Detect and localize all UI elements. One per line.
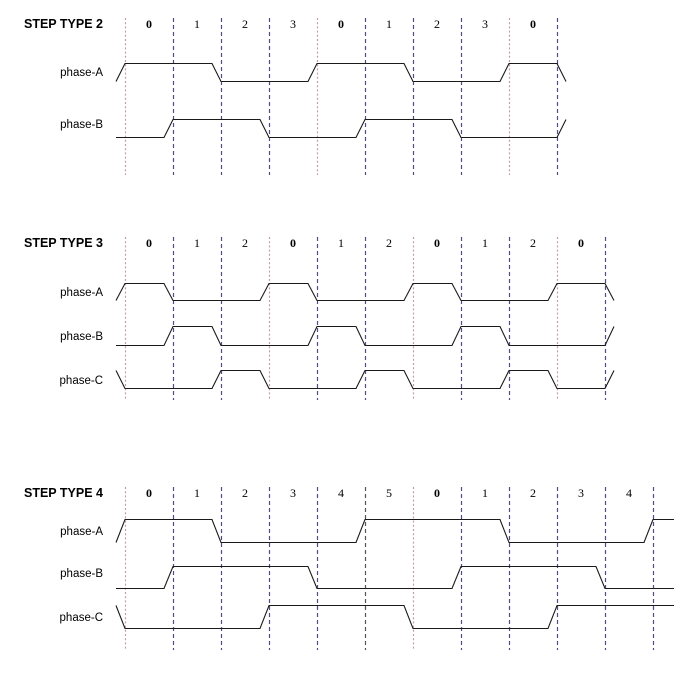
step-number-label: 1 xyxy=(338,236,344,250)
step-number-label: 0 xyxy=(530,17,536,31)
diagram-title: STEP TYPE 2 xyxy=(24,17,103,31)
phase-label-phase-b: phase-B xyxy=(60,331,103,343)
step-number-label: 1 xyxy=(194,17,200,31)
step-number-label: 1 xyxy=(482,486,488,500)
step-number-label: 2 xyxy=(530,486,536,500)
step-number-label: 2 xyxy=(242,486,248,500)
phase-label-phase-c: phase-C xyxy=(60,612,103,624)
phase-label-phase-b: phase-B xyxy=(60,568,103,580)
step-number-label: 1 xyxy=(386,17,392,31)
step-number-label: 1 xyxy=(482,236,488,250)
phase-label-phase-a: phase-A xyxy=(60,67,103,79)
waveform-phase-c xyxy=(115,604,674,630)
waveform-phase-c xyxy=(115,369,615,390)
step-number-label: 0 xyxy=(338,17,344,31)
step-number-label: 0 xyxy=(146,17,152,31)
step-number-label: 3 xyxy=(578,486,584,500)
step-number-label: 2 xyxy=(242,236,248,250)
waveform-phase-b xyxy=(116,325,615,347)
step-number-label: 1 xyxy=(194,486,200,500)
waveform-phase-b xyxy=(116,118,567,139)
step-number-label: 2 xyxy=(530,236,536,250)
waveform-phase-a xyxy=(115,62,567,83)
step-number-label: 0 xyxy=(578,236,584,250)
step-number-label: 2 xyxy=(434,17,440,31)
diagram-title: STEP TYPE 4 xyxy=(24,486,103,500)
step-number-label: 0 xyxy=(290,236,296,250)
step-number-label: 0 xyxy=(434,486,440,500)
waveform-phase-b xyxy=(116,565,674,590)
waveform-phase-a xyxy=(115,282,615,302)
diagram-title: STEP TYPE 3 xyxy=(24,236,103,250)
phase-label-phase-a: phase-A xyxy=(60,526,103,538)
waveform-phase-a xyxy=(115,518,674,544)
step-number-label: 1 xyxy=(194,236,200,250)
step-number-label: 3 xyxy=(290,17,296,31)
step-number-label: 0 xyxy=(146,486,152,500)
step-number-label: 2 xyxy=(242,17,248,31)
step-number-label: 4 xyxy=(626,486,632,500)
step-number-label: 2 xyxy=(386,236,392,250)
step-number-label: 0 xyxy=(434,236,440,250)
step-number-label: 3 xyxy=(482,17,488,31)
phase-label-phase-a: phase-A xyxy=(60,287,103,299)
step-number-label: 3 xyxy=(290,486,296,500)
phase-label-phase-c: phase-C xyxy=(60,375,103,387)
phase-label-phase-b: phase-B xyxy=(60,119,103,131)
step-number-label: 5 xyxy=(386,486,392,500)
step-number-label: 0 xyxy=(146,236,152,250)
step-number-label: 4 xyxy=(338,486,344,500)
